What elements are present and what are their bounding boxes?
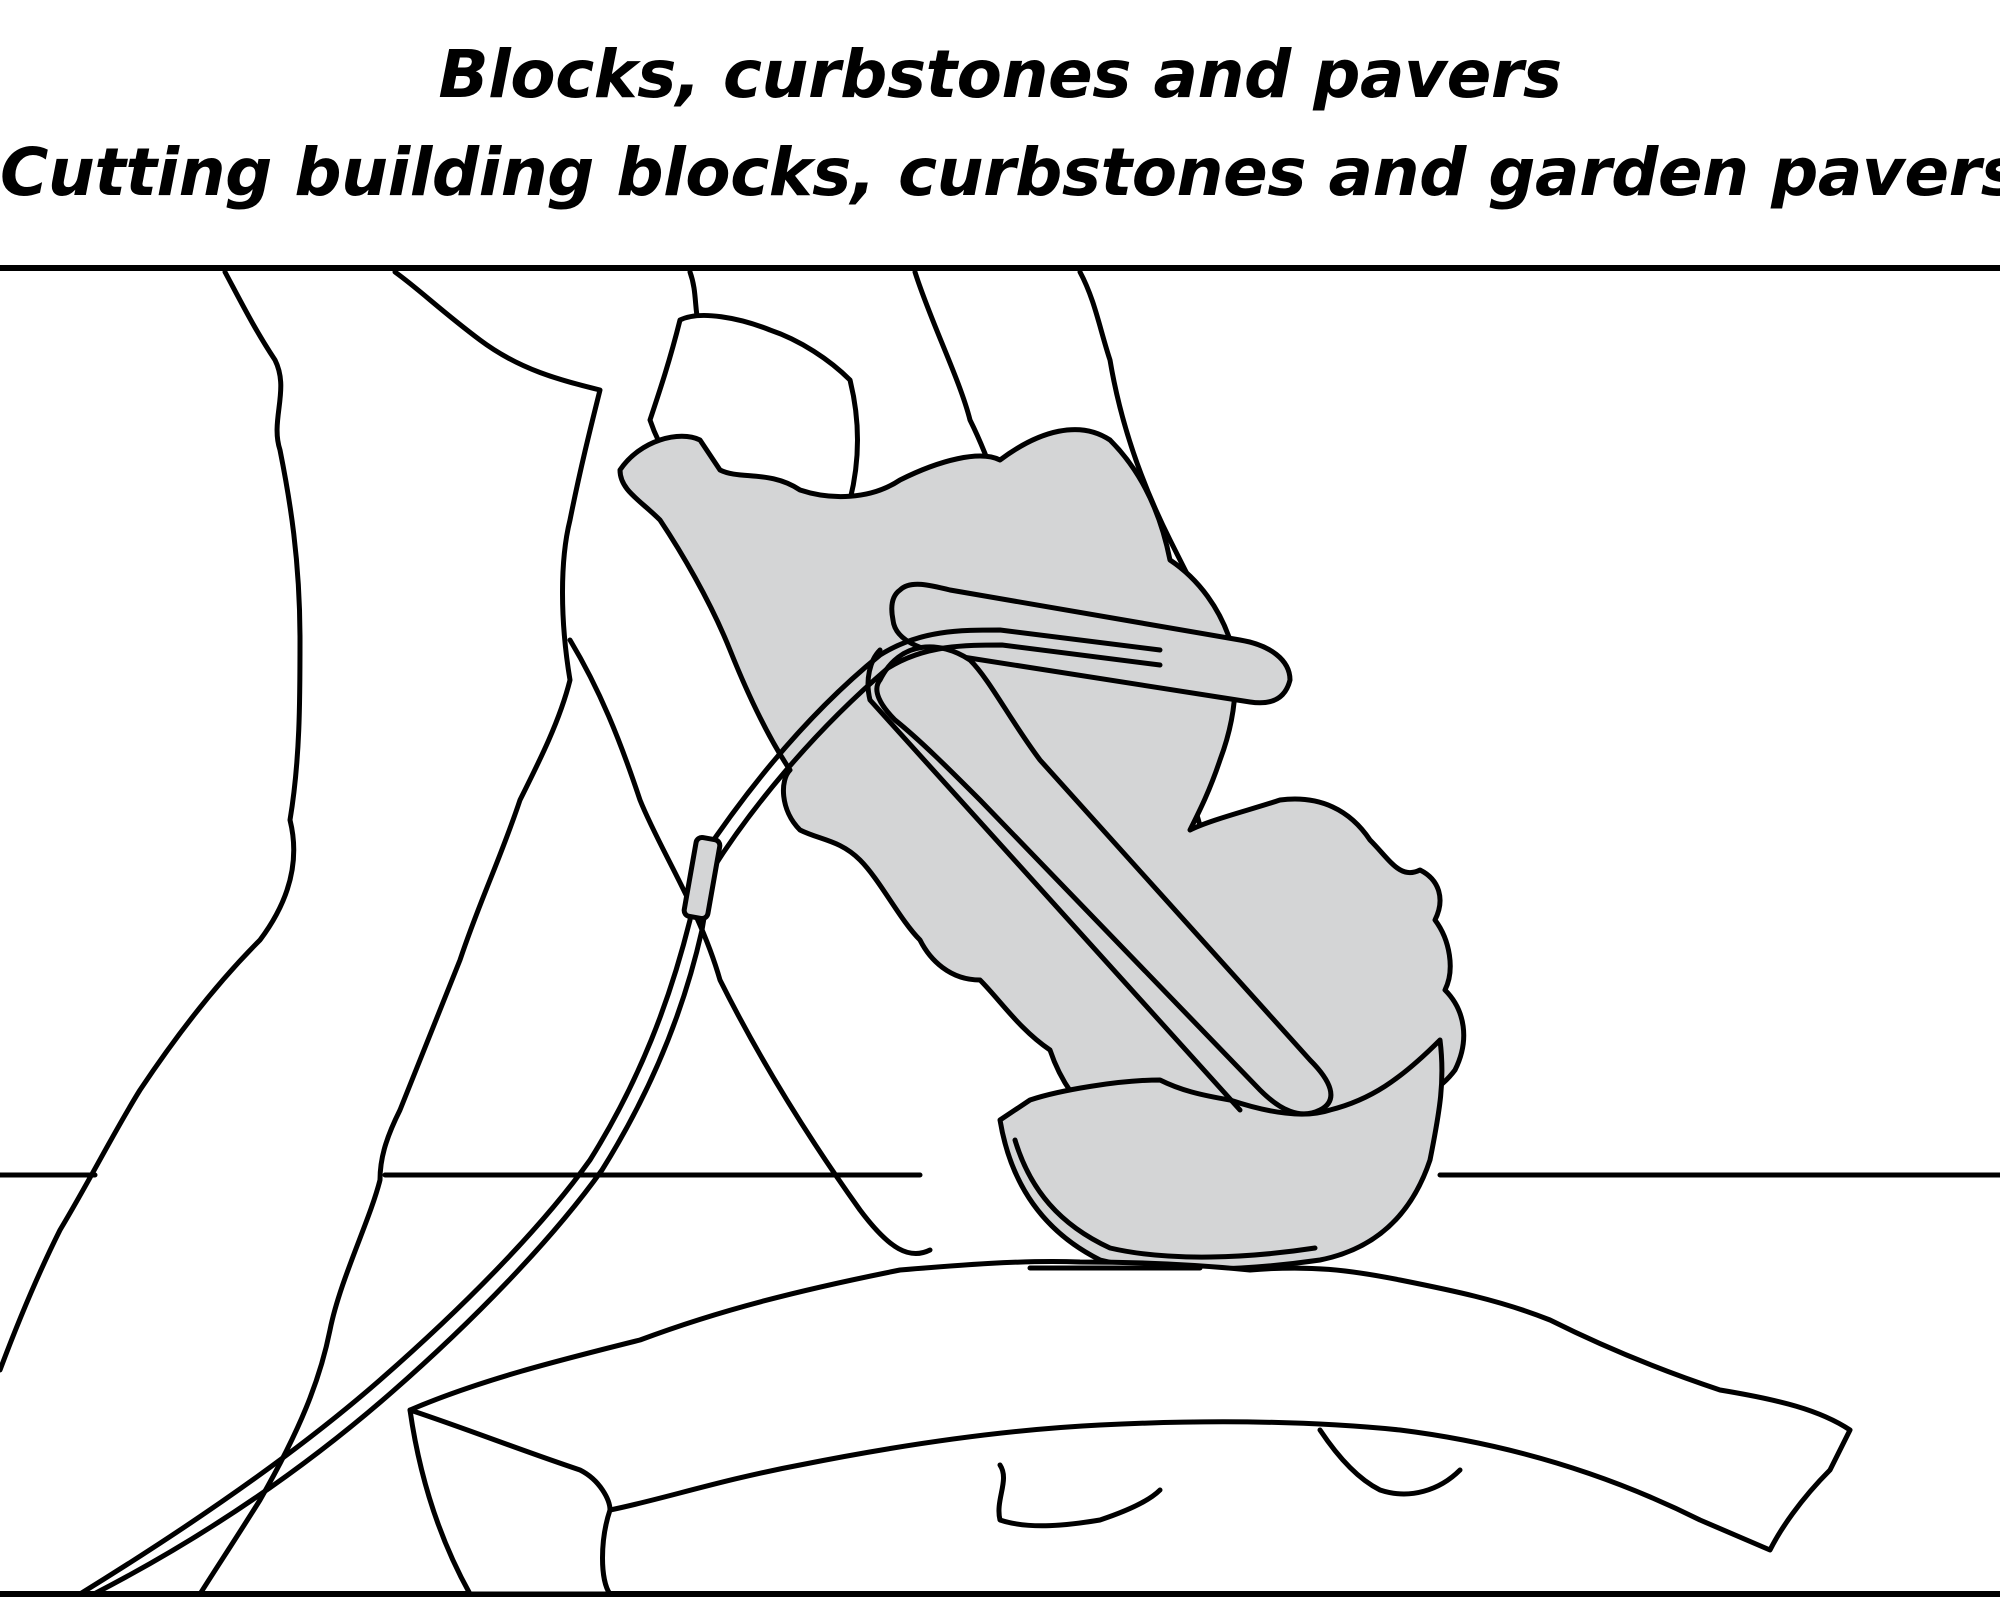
right-leg-lower-outline: [567, 637, 933, 1257]
caption-subtitle: Cutting building blocks, curbstones and …: [0, 134, 2000, 211]
caption: Blocks, curbstones and pavers Cutting bu…: [0, 0, 2000, 260]
rear-handle-grip: [874, 644, 1334, 1117]
rear-handle-edge: [865, 647, 1243, 1113]
cable-lower: [77, 857, 703, 1597]
cable-upper: [697, 627, 1163, 863]
cable-connector: [681, 834, 723, 922]
cable-lower-inner: [91, 867, 715, 1597]
cutting-illustration: [0, 260, 2000, 1600]
curbstone-front-edge: [407, 1407, 613, 1513]
curbstone-notch-outline: [1317, 1427, 1463, 1497]
curbstone-block: [407, 1259, 1853, 1597]
left-leg-outline: [0, 269, 303, 1373]
cable-upper-inner: [709, 642, 1163, 873]
cut-off-saw-illustration-icon: [0, 265, 2000, 1597]
caption-title: Blocks, curbstones and pavers: [438, 36, 1562, 113]
left-leg-inner-outline: [197, 269, 603, 1597]
saw-blade-inner-arc: [1012, 1137, 1318, 1260]
curbstone-chip-outline: [996, 1462, 1163, 1529]
